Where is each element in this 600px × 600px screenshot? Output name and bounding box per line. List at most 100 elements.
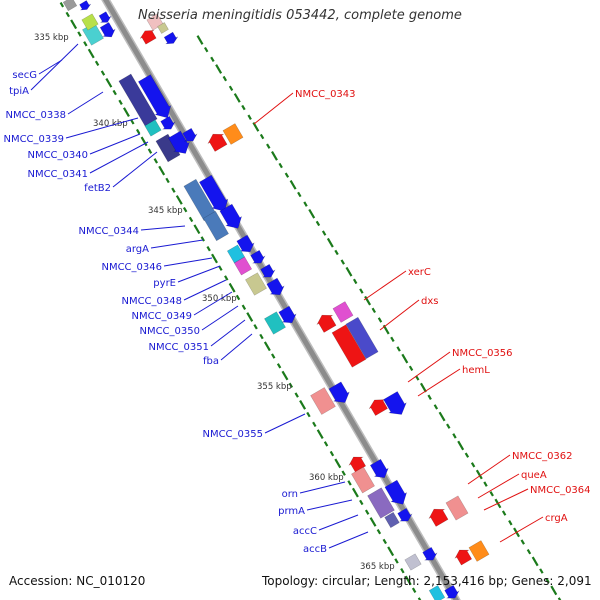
forward-gene-labels: secGtpiANMCC_0338NMCC_0339NMCC_0340NMCC_… — [3, 43, 369, 555]
gc-dash-inner — [153, 158, 159, 164]
gc-dash-outer — [446, 423, 451, 429]
gc-dash-inner — [200, 236, 205, 242]
gene-orn-pink-shape — [351, 466, 375, 494]
accession-text: Accession: NC_010120 — [9, 574, 146, 588]
gene-quea-shape — [445, 495, 469, 521]
gc-dash-outer — [550, 585, 558, 596]
leader-nmcc-0356 — [407, 351, 451, 383]
gc-dash-outer — [271, 151, 278, 161]
gene-orn — [369, 458, 389, 479]
gene-label-nmcc-0351: NMCC_0351 — [148, 342, 209, 353]
gene-nmcc0355-box — [310, 387, 336, 415]
leader-nmcc-0355 — [264, 413, 306, 434]
gc-dash-inner — [171, 187, 176, 193]
gene-nmcc0343-b — [222, 123, 244, 145]
gc-dash-inner — [359, 499, 364, 506]
gc-dash-outer — [483, 481, 488, 487]
gc-dash-inner — [211, 253, 218, 264]
gc-dash-outer — [475, 469, 483, 480]
gene-nmcc0356 — [368, 399, 388, 416]
gc-dash-outer — [334, 249, 339, 256]
gene-label-nmcc-0356: NMCC_0356 — [452, 348, 513, 359]
gc-dash-outer — [289, 179, 297, 190]
gene-label-nmcc-0341: NMCC_0341 — [27, 169, 88, 180]
gene-magenta-348-shape — [233, 256, 253, 276]
gc-dash-outer — [278, 162, 283, 169]
gc-dash-inner — [77, 31, 82, 37]
gene-accc — [397, 507, 413, 522]
gc-dash-inner — [312, 421, 317, 428]
scale-label-340-kbp: 340 kbp — [93, 119, 128, 129]
gene-arga-box-shape — [203, 210, 229, 242]
gc-dash-outer — [210, 56, 215, 63]
gene-heml-shape — [383, 391, 407, 415]
gene-quea — [445, 495, 469, 521]
gc-dash-inner — [288, 382, 294, 389]
gc-dash-inner — [140, 136, 148, 147]
gc-dash-inner — [94, 60, 100, 67]
gc-dash-outer — [340, 259, 345, 265]
gene-label-nmcc-0355: NMCC_0355 — [202, 429, 263, 440]
gene-dxs-box-shape — [332, 301, 354, 323]
leader-nmcc-0341 — [89, 141, 149, 174]
gc-dash-inner — [306, 411, 311, 418]
leader-pyre — [177, 265, 221, 283]
gc-dash-inner — [165, 177, 170, 184]
gc-dash-inner — [347, 480, 352, 486]
gene-secg-shape — [99, 22, 116, 38]
gc-dash-inner — [135, 128, 141, 135]
gc-dash-outer — [464, 452, 470, 458]
gene-bottom-cyan — [428, 585, 446, 600]
gene-bottom-blue-shape — [444, 584, 460, 599]
gene-top-tan-shape — [157, 22, 169, 34]
scale-label-345-kbp: 345 kbp — [148, 206, 183, 216]
gc-dash-inner — [417, 597, 422, 600]
gc-dash-outer — [390, 336, 395, 343]
leader-nmcc-0364 — [483, 488, 529, 511]
leader-nmcc-0346 — [163, 257, 213, 267]
gc-dash-outer — [345, 266, 353, 277]
gc-skew-track — [59, 2, 562, 600]
gene-nmcc0350 — [266, 277, 285, 296]
gc-dash-outer — [266, 143, 271, 149]
gc-dash-inner — [276, 363, 282, 369]
gc-dash-outer — [539, 568, 544, 574]
gc-dash-outer — [222, 75, 228, 82]
gc-dash-inner — [334, 458, 342, 469]
gc-dash-inner — [228, 282, 236, 293]
gene-nmcc0343-b-shape — [222, 123, 244, 145]
gene-label-crga: crgA — [545, 513, 568, 524]
gene-bottom-cyan-shape — [428, 585, 446, 600]
gc-dash-outer — [438, 411, 446, 422]
gc-dash-outer — [247, 114, 252, 120]
gene-nmcc0339-shape — [160, 115, 176, 130]
gene-top-1-shape — [79, 0, 91, 11]
gene-label-nmcc-0349: NMCC_0349 — [131, 311, 192, 322]
gene-cyan-340-shape — [144, 119, 162, 137]
gc-dash-inner — [376, 528, 382, 535]
gc-dash-inner — [206, 246, 211, 252]
gene-label-heml: hemL — [462, 365, 490, 376]
gene-accc-box-shape — [384, 511, 400, 529]
gene-label-nmcc-0346: NMCC_0346 — [101, 262, 162, 273]
gene-nmcc0338-shape — [138, 74, 172, 119]
gc-dash-inner — [59, 2, 65, 8]
gene-crga — [468, 540, 490, 562]
gene-nmcc0341 — [182, 127, 198, 142]
gene-pseudo-top-shape — [62, 0, 78, 12]
leader-nmcc-0362 — [467, 454, 511, 485]
gene-label-nmcc-0339: NMCC_0339 — [3, 134, 64, 145]
leader-secg — [38, 59, 63, 75]
gc-dash-outer — [377, 317, 383, 323]
gene-nmcc0344-box-shape — [183, 178, 217, 222]
gc-dash-inner — [188, 216, 194, 223]
leader-accb — [328, 531, 369, 549]
leader-fetb2 — [112, 151, 158, 188]
gc-dash-inner — [299, 399, 307, 410]
gc-dash-outer — [452, 433, 457, 439]
leader-accc — [318, 514, 359, 531]
gene-nmcc0338 — [138, 74, 172, 119]
gc-dash-outer — [297, 191, 302, 198]
